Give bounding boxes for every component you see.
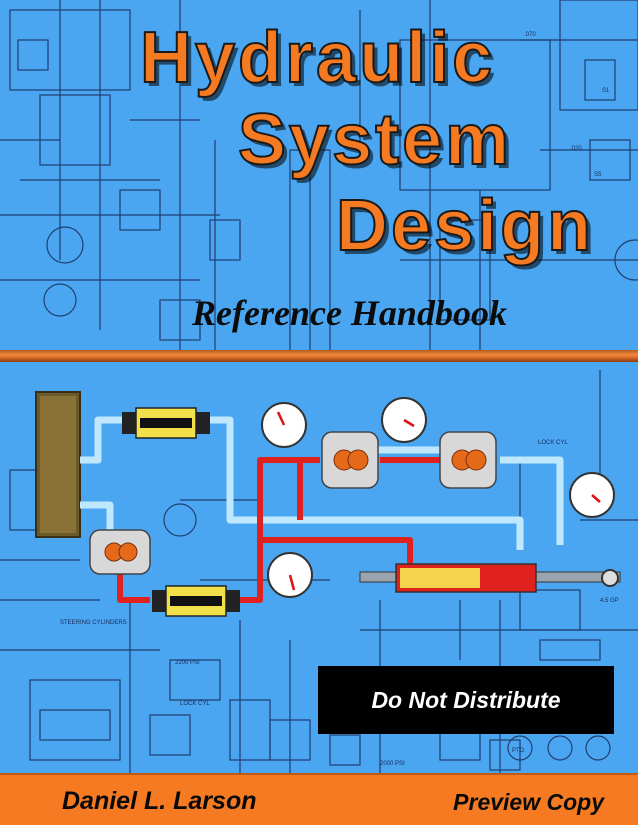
pressure-gauge xyxy=(267,552,313,598)
steering-label: STEERING CYLINDERS xyxy=(60,620,127,626)
edition-label: Preview Copy xyxy=(453,789,604,815)
subtitle: Reference Handbook xyxy=(192,293,507,333)
pressure-gauge xyxy=(569,472,615,518)
val-070-label: .070 xyxy=(524,32,536,38)
valve-center xyxy=(321,431,379,489)
flow-meter-bottom xyxy=(152,585,240,617)
pump-left xyxy=(89,529,151,575)
hydraulic-circuit-illustration xyxy=(35,391,621,617)
title-line-3: Design xyxy=(335,186,595,266)
gpm-label: 4.5 GP xyxy=(600,598,619,604)
pto-label: PTO xyxy=(512,748,525,754)
pressure-gauge xyxy=(381,397,427,443)
lock-cyl-label-2: LOCK CYL xyxy=(538,440,568,446)
author-name: Daniel L. Larson xyxy=(62,787,257,815)
s1-label: S1 xyxy=(602,88,610,94)
s5-label: S5 xyxy=(594,172,602,178)
pressure-gauge xyxy=(261,402,307,448)
distribution-notice: Do Not Distribute xyxy=(371,686,561,713)
title-line-2: System xyxy=(237,100,513,180)
psi-label-2: 2000 PSI xyxy=(380,761,405,767)
psi-label: 2200 PSI xyxy=(175,660,200,666)
footer-band: Daniel L. Larson Preview Copy xyxy=(0,773,638,825)
section-divider xyxy=(0,350,638,362)
title-line-1: Hydraulic xyxy=(139,18,496,98)
distribution-notice-box: Do Not Distribute xyxy=(318,666,614,734)
valve-right xyxy=(439,431,497,489)
flow-meter-top xyxy=(122,407,210,439)
lock-cyl-label: LOCK CYL xyxy=(180,701,210,707)
hydraulic-cylinder xyxy=(359,563,621,593)
val-020-label: .020 xyxy=(570,146,582,152)
